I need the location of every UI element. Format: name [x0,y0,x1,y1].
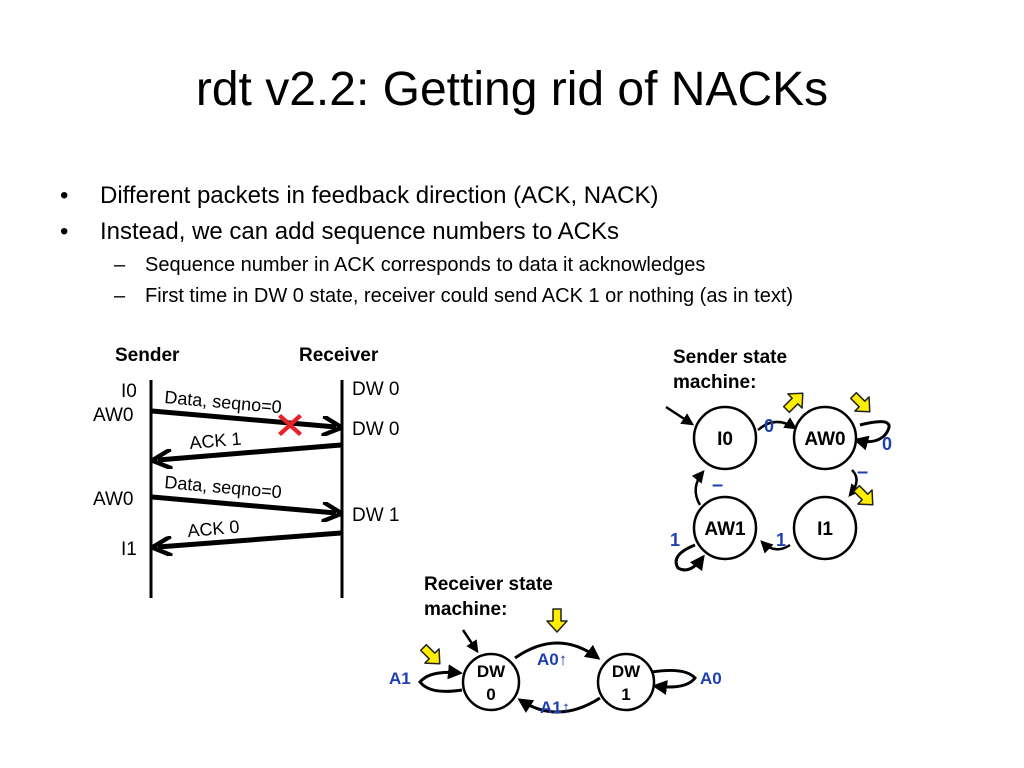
sender-fsm-title: Sender state [673,347,787,368]
transition-label: 0 [882,434,892,454]
message-label: ACK 1 [189,429,243,453]
sender-state-label: AW0 [93,405,133,426]
transition-label: A1↑ [540,698,570,717]
transition-label: A0 [700,669,722,688]
state-circle [692,495,758,561]
sender-state-label: I0 [121,381,137,402]
sender-state-label: AW0 [93,489,133,510]
sender-state-label: I1 [121,539,137,560]
bullet-item: • Instead, we can add sequence numbers to… [58,216,998,248]
receiver-fsm-title: Receiver state [424,574,553,595]
state-circle [792,405,858,471]
data-message-arrow [151,408,336,427]
receiver-state-machine: Receiver state machine: DW 0 DW 1 A0↑ A1… [389,574,722,717]
yellow-pointer-icon [848,480,881,513]
data-message-arrow [151,494,336,513]
state-label: I1 [817,519,833,540]
transition-label: A1 [389,669,411,688]
receiver-state-label: DW 0 [352,379,400,400]
transition-label: – [857,461,868,483]
state-circle [792,495,858,561]
transition-label: 0 [764,416,774,436]
self-loop-arrow [651,669,697,695]
state-circle [596,652,656,712]
self-loop-arrow [674,543,705,572]
bullet-text: Instead, we can add sequence numbers to … [100,218,619,245]
yellow-pointer-icon [845,387,878,420]
transition-arrow [691,470,705,506]
state-circle [461,652,521,712]
receiver-fsm-title: machine: [424,599,507,620]
state-label: DW [612,662,641,681]
receiver-header: Receiver [299,345,379,366]
state-label: 1 [621,685,630,704]
page-title: rdt v2.2: Getting rid of NACKs [195,63,829,116]
transition-label: 1 [670,530,680,550]
start-arrow [461,629,479,654]
state-label: AW1 [704,519,746,540]
sender-fsm-title: machine: [673,372,756,393]
bullet-text: Different packets in feedback direction … [100,182,659,209]
sub-bullet-item: –Sequence number in ACK corresponds to d… [58,252,998,279]
self-loop-arrow [853,420,891,451]
state-label: AW0 [804,429,845,450]
self-loop-arrow [418,664,463,693]
timeline-diagram: Sender Receiver I0 AW0 AW0 I1 DW 0 DW 0 … [93,345,400,598]
sub-bullet-dash: – [114,254,126,276]
yellow-pointer-icon [778,385,811,418]
sub-bullet-dash: – [114,285,126,307]
yellow-pointer-icon [415,639,448,672]
transition-arrow [760,540,791,554]
sub-bullet-item: –First time in DW 0 state, receiver coul… [58,283,998,310]
loss-cross-icon [278,414,302,436]
transition-label: A0↑ [537,650,567,669]
bullet-list: • Different packets in feedback direction… [58,180,998,314]
transition-label: – [712,474,723,496]
bullet-dot: • [60,218,69,245]
receiver-state-label: DW 1 [352,505,400,526]
message-label: ACK 0 [187,517,241,541]
transition-arrow [757,417,798,431]
ack-message-arrow [158,442,342,460]
transition-arrow [848,469,862,497]
transition-label: 1 [776,530,786,550]
transition-arrow [514,641,601,660]
start-arrow [665,405,695,426]
transition-arrow [517,696,601,714]
state-label: 0 [486,685,495,704]
bullet-dot: • [60,182,69,209]
sub-bullet-text: First time in DW 0 state, receiver could… [145,285,794,307]
sender-header: Sender [115,345,180,366]
yellow-pointer-icon [546,608,568,633]
receiver-state-label: DW 0 [352,419,400,440]
ack-message-arrow [158,530,342,547]
sub-bullet-text: Sequence number in ACK corresponds to da… [145,254,706,276]
state-label: DW [477,662,506,681]
sender-state-machine: Sender state machine: I0 AW0 AW1 I1 0 0 … [665,347,892,572]
state-circle [692,405,758,471]
bullet-item: • Different packets in feedback direction… [58,180,998,212]
state-label: I0 [717,429,733,450]
